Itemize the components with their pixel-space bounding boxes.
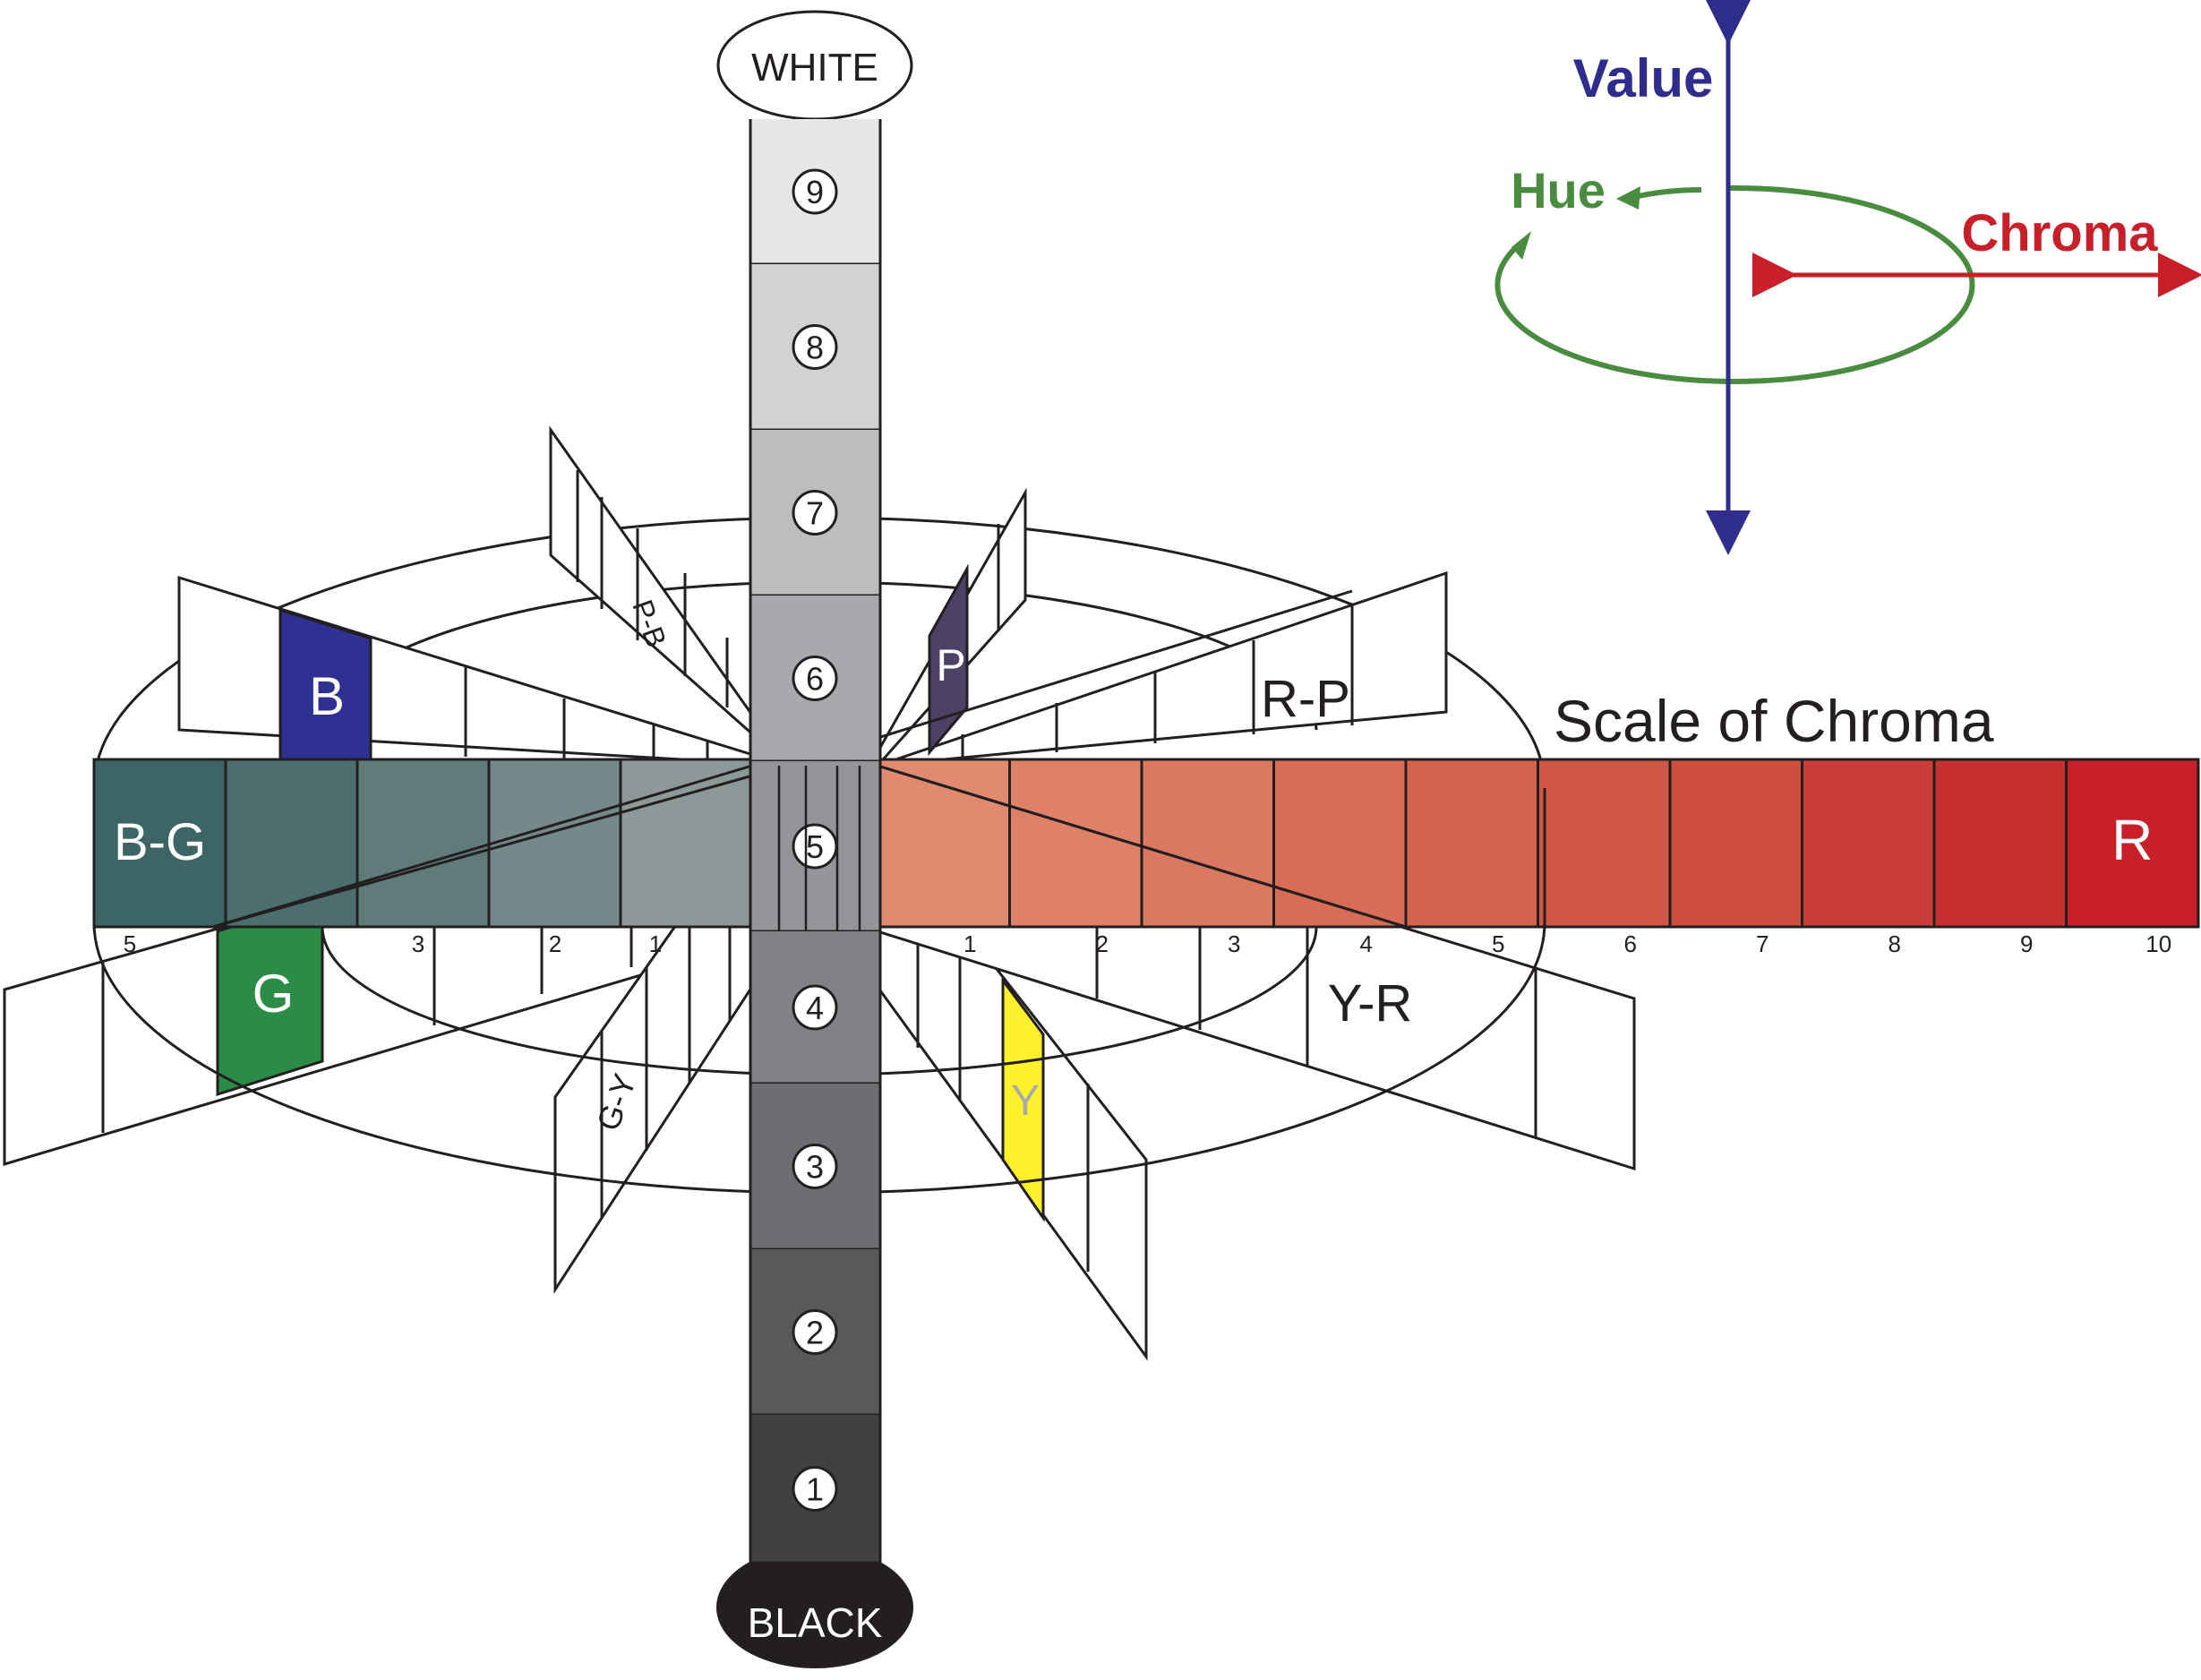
chroma-cell-right (1537, 758, 1672, 929)
chroma-cell-right (1140, 758, 1275, 929)
value-step-badge (792, 490, 838, 536)
chroma-cell-right (1932, 758, 2068, 929)
chroma-tick-right: 3 (1228, 930, 1240, 957)
value-step-badge (792, 656, 838, 701)
value-step-number: 4 (806, 990, 824, 1026)
axis-key: Value Hue Chroma (1494, 0, 2201, 555)
hue-label-blue: B (309, 666, 345, 726)
value-step-number: 9 (806, 174, 824, 210)
value-step-badge (792, 984, 838, 1031)
hue-label-yellow: Y (1011, 1077, 1040, 1125)
chroma-cell-right (1008, 758, 1143, 929)
hue-axis-label: Hue (1511, 162, 1606, 219)
value-step-number: 5 (806, 828, 824, 865)
hue-arrow-upper-head (1616, 186, 1640, 210)
hue-ray-red-purple-top (787, 589, 1353, 767)
value-step-badge (792, 324, 838, 370)
chroma-cell-left (92, 758, 227, 929)
black-label: BLACK (748, 1599, 883, 1646)
chroma-cell-right (876, 758, 1011, 929)
plane-red-purple (877, 570, 1448, 767)
chroma-bar: 1 2 3 4 5 6 7 8 9 10 R 5 3 2 1 B-G (92, 758, 2200, 957)
chroma-hue-label-blue-green: B-G (114, 813, 206, 871)
hue-label-green: G (253, 964, 295, 1024)
hue-labels: B P-B P R-P G G-Y Y Y-R (253, 596, 1413, 1136)
chroma-tick-right: 2 (1096, 930, 1109, 957)
value-step-badge (792, 1144, 838, 1189)
value-step-number: 8 (806, 330, 824, 366)
chroma-cell-right (2065, 758, 2200, 929)
chroma-tick-right: 5 (1492, 930, 1504, 957)
chroma-tick-right: 6 (1624, 930, 1637, 957)
hue-arrow-upper (1633, 187, 1702, 200)
hue-rotation-arrowhead (1512, 231, 1531, 260)
swatch-yellow (1001, 976, 1045, 1222)
chroma-cell-left (224, 758, 359, 929)
bar-ray-left (212, 764, 753, 929)
value-step-number: 6 (806, 661, 824, 698)
value-step-badge (792, 1309, 838, 1355)
value-step-number: 3 (806, 1149, 824, 1186)
chroma-tick-left: 3 (412, 930, 424, 957)
chroma-scale-title: Scale of Chroma (1554, 688, 1994, 754)
value-step-badge (792, 168, 838, 215)
chroma-tick-right: 9 (2020, 930, 2033, 957)
white-label: WHITE (751, 46, 878, 90)
chroma-cell-right (1404, 758, 1539, 929)
chroma-cell-right (1801, 758, 1936, 929)
chroma-tick-left: 1 (649, 930, 662, 957)
value-axis-label: Value (1573, 48, 1714, 108)
chroma-tick-left: 2 (549, 930, 561, 957)
chroma-tick-right: 8 (1888, 930, 1901, 957)
hue-rotation-ellipse (1494, 184, 1975, 384)
hue-label-purple: P (936, 640, 965, 690)
hue-swatches (216, 563, 1045, 1222)
hue-ray-green-top (212, 764, 789, 929)
hue-ray-yellow-red-top (877, 764, 1407, 929)
chroma-cell-right (1272, 758, 1408, 929)
hue-label-yellow-red: Y-R (1328, 974, 1413, 1033)
value-column: WHITE BLACK 9 8 7 6 5 4 3 2 1 (716, 10, 913, 1668)
chroma-cell-right (1668, 758, 1803, 929)
chroma-axis-label: Chroma (1961, 204, 2158, 262)
chroma-tick-left: 5 (124, 930, 136, 957)
value-step-number: 2 (806, 1315, 824, 1351)
value-step-badge (792, 1466, 838, 1512)
chroma-tick-right: 10 (2145, 930, 2171, 957)
chroma-cell-left (619, 758, 754, 929)
chroma-tick-right: 1 (963, 930, 976, 957)
value-step-number: 7 (806, 495, 824, 532)
chroma-tick-right: 4 (1360, 930, 1373, 957)
chroma-cell-left (355, 758, 491, 929)
value-step-number: 1 (806, 1471, 824, 1508)
hue-label-red-purple: R-P (1261, 670, 1350, 728)
black-cap (716, 1547, 913, 1668)
chroma-hue-label-red: R (2111, 808, 2153, 872)
plane-purple-blue (549, 425, 790, 767)
swatch-purple (928, 563, 969, 757)
chroma-tick-right: 7 (1756, 930, 1769, 957)
